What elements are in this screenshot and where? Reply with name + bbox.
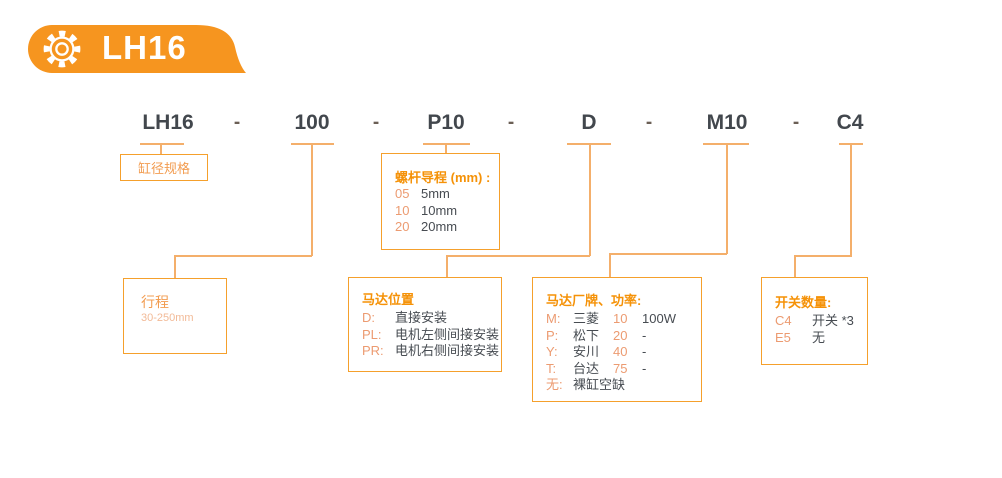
power-code: 10: [613, 311, 628, 326]
option-code: M:: [546, 311, 561, 326]
motor-position-callout: 马达位置 D: 直接安装 PL: 电机左侧间接安装 PR: 电机右侧间接安装: [348, 277, 502, 372]
connector-line: [311, 143, 313, 256]
connector-line: [445, 143, 447, 153]
switch-quantity-row: C4 开关 *3: [775, 313, 867, 330]
power-code: 40: [613, 344, 628, 359]
motor-brand-power-callout: 马达厂牌、功率: M: 三菱 10 100W P: 松下 20 - Y: 安川 …: [532, 277, 702, 402]
motor-position-row: PL: 电机左侧间接安装: [362, 327, 501, 344]
connector-line: [726, 143, 728, 254]
screw-lead-row: 05 5mm: [395, 186, 499, 203]
brand-name: 台达: [573, 360, 600, 376]
bore-spec-callout: 缸径规格: [120, 154, 208, 181]
connector-line: [160, 143, 162, 154]
option-code: PL:: [362, 326, 382, 342]
model-segment-motor-brand: M10: [706, 111, 748, 134]
option-value: 直接安装: [395, 310, 448, 325]
option-code: P:: [546, 327, 559, 343]
screw-lead-row: 20 20mm: [395, 219, 499, 236]
connector-line: [140, 143, 184, 145]
option-value: 电机右侧间接安装: [395, 343, 500, 358]
option-code: 无:: [546, 377, 563, 392]
separator-dash: -: [645, 112, 653, 133]
model-segment-bore: LH16: [142, 111, 194, 134]
separator-dash: -: [372, 112, 380, 133]
brand-name: 三菱: [573, 311, 600, 326]
connector-line: [589, 143, 591, 256]
option-code: 10: [395, 202, 410, 218]
connector-line: [850, 143, 852, 256]
model-segment-motor-position: D: [581, 111, 597, 134]
screw-lead-callout: 螺杆导程 (mm) : 05 5mm 10 10mm 20 20mm: [381, 153, 500, 250]
connector-line: [291, 143, 334, 145]
power-code: 20: [613, 327, 628, 343]
screw-lead-title: 螺杆导程 (mm) :: [395, 170, 491, 185]
connector-line: [446, 255, 448, 277]
switch-quantity-title: 开关数量:: [775, 295, 832, 310]
option-value: 5mm: [421, 186, 450, 201]
model-code-row: LH16 - 100 - P10 - D - M10 - C4: [0, 110, 1002, 136]
motor-brand-row: P: 松下 20 -: [546, 328, 701, 345]
badge-title: LH16: [102, 29, 187, 66]
switch-quantity-row: E5 无: [775, 330, 867, 347]
motor-brand-row: T: 台达 75 -: [546, 361, 701, 378]
option-code: C4: [775, 313, 792, 328]
stroke-callout: 行程 30-250mm: [123, 278, 227, 354]
brand-name: 裸缸空缺: [573, 377, 626, 392]
option-code: Y:: [546, 344, 558, 359]
separator-dash: -: [792, 112, 800, 133]
option-code: E5: [775, 329, 791, 345]
stroke-label: 行程: [141, 294, 169, 310]
connector-line: [794, 255, 852, 257]
connector-line: [174, 255, 312, 257]
connector-line: [609, 253, 727, 255]
option-value: 电机左侧间接安装: [395, 326, 500, 342]
motor-position-title: 马达位置: [362, 292, 415, 307]
gear-icon: [43, 30, 81, 68]
option-code: D:: [362, 310, 375, 325]
separator-dash: -: [507, 112, 515, 133]
model-segment-stroke: 100: [294, 111, 330, 134]
model-segment-lead: P10: [427, 111, 465, 134]
option-value: 开关 *3: [812, 313, 854, 328]
switch-quantity-callout: 开关数量: C4 开关 *3 E5 无: [761, 277, 868, 365]
product-series-badge: LH16: [28, 25, 246, 73]
connector-line: [794, 255, 796, 277]
connector-line: [423, 143, 470, 145]
brand-name: 松下: [573, 327, 600, 343]
motor-brand-power-title: 马达厂牌、功率:: [546, 293, 642, 308]
motor-brand-row: Y: 安川 40 -: [546, 344, 701, 361]
stroke-range: 30-250mm: [141, 312, 194, 324]
power-value: -: [642, 360, 647, 376]
motor-position-row: PR: 电机右侧间接安装: [362, 343, 501, 360]
option-value: 无: [812, 329, 826, 345]
motor-brand-row: M: 三菱 10 100W: [546, 311, 701, 328]
bore-spec-label: 缸径规格: [137, 161, 190, 176]
connector-line: [446, 255, 590, 257]
separator-dash: -: [233, 112, 241, 133]
option-code: 20: [395, 219, 410, 234]
connector-line: [609, 253, 611, 277]
motor-position-row: D: 直接安装: [362, 310, 501, 327]
connector-line: [174, 255, 176, 278]
option-code: 05: [395, 186, 410, 201]
model-segment-switch: C4: [836, 111, 864, 134]
brand-name: 安川: [573, 344, 600, 359]
option-value: 20mm: [421, 219, 458, 234]
option-value: 10mm: [421, 202, 458, 218]
screw-lead-row: 10 10mm: [395, 203, 499, 220]
option-code: PR:: [362, 343, 384, 358]
power-value: -: [642, 344, 647, 359]
power-code: 75: [613, 360, 628, 376]
power-value: -: [642, 327, 647, 343]
option-code: T:: [546, 360, 557, 376]
motor-brand-row: 无: 裸缸空缺: [546, 377, 701, 394]
power-value: 100W: [642, 311, 676, 326]
badge-background-shape: [28, 25, 246, 73]
